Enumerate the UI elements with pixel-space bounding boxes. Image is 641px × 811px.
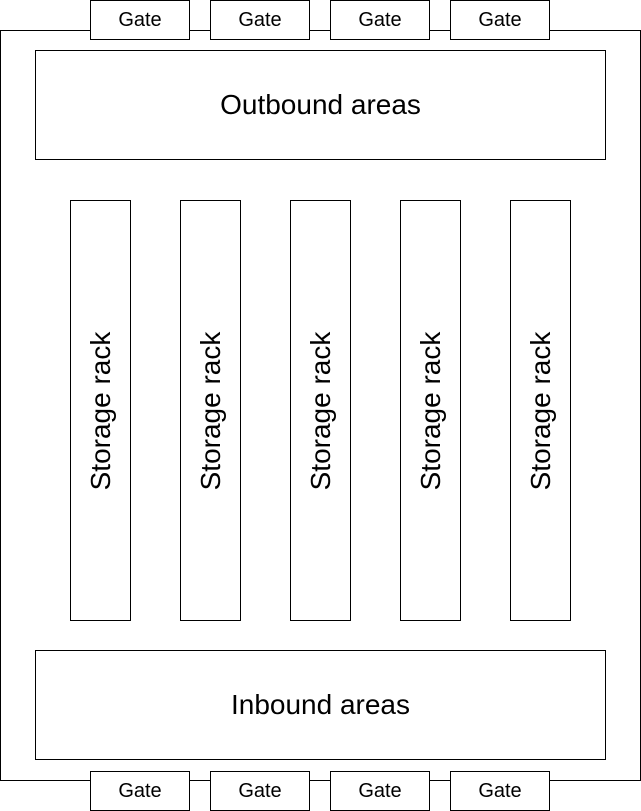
gate-label: Gate <box>118 8 162 31</box>
gate-bottom-2: Gate <box>210 771 310 811</box>
storage-rack-2: Storage rack <box>180 200 241 621</box>
storage-rack-label: Storage rack <box>84 331 116 490</box>
inbound-area-label: Inbound areas <box>230 689 411 720</box>
gate-label: Gate <box>238 779 282 802</box>
storage-rack-3: Storage rack <box>290 200 351 621</box>
storage-rack-label: Storage rack <box>304 331 336 490</box>
gate-label: Gate <box>238 8 282 31</box>
storage-rack-label: Storage rack <box>194 331 226 490</box>
storage-rack-label: Storage rack <box>414 331 446 490</box>
gate-label: Gate <box>358 779 402 802</box>
gate-label: Gate <box>478 8 522 31</box>
gate-top-4: Gate <box>450 0 550 40</box>
gate-top-3: Gate <box>330 0 430 40</box>
gate-bottom-3: Gate <box>330 771 430 811</box>
gate-label: Gate <box>118 779 162 802</box>
storage-rack-label: Storage rack <box>524 331 556 490</box>
storage-rack-5: Storage rack <box>510 200 571 621</box>
gate-bottom-4: Gate <box>450 771 550 811</box>
gate-label: Gate <box>358 8 402 31</box>
gate-top-1: Gate <box>90 0 190 40</box>
inbound-area: Inbound areas <box>35 650 606 760</box>
outbound-area-label: Outbound areas <box>220 89 421 120</box>
outbound-area: Outbound areas <box>35 50 606 160</box>
gate-bottom-1: Gate <box>90 771 190 811</box>
gate-top-2: Gate <box>210 0 310 40</box>
storage-rack-1: Storage rack <box>70 200 131 621</box>
storage-rack-4: Storage rack <box>400 200 461 621</box>
gate-label: Gate <box>478 779 522 802</box>
